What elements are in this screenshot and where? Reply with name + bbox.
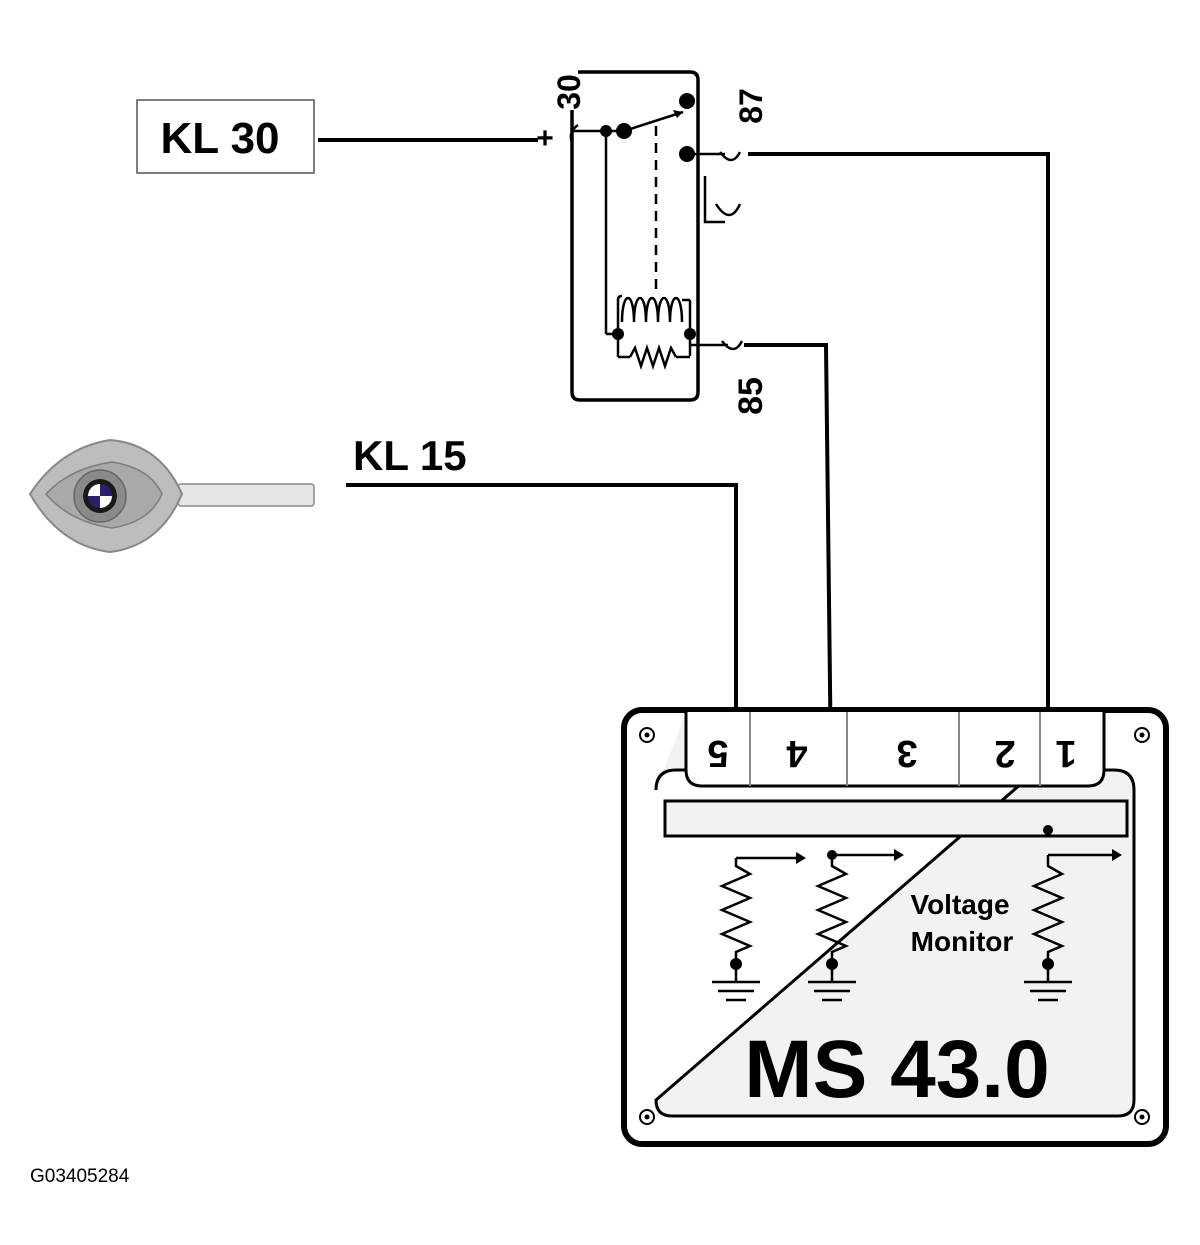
connector-pin-2: 2 [994, 732, 1015, 774]
ground-icon [808, 980, 856, 1002]
ground-icon [712, 980, 760, 1002]
voltage-monitor-label-line2: Monitor [911, 926, 1014, 957]
ecu-input-circuit-pin5 [712, 852, 806, 1002]
relay-label-85: 85 [732, 377, 770, 415]
relay-terminal-30 [569, 123, 579, 143]
wire-87-to-pin1 [748, 152, 1050, 830]
relay-terminal-87: 87 [687, 88, 769, 162]
wire-85-to-pin4 [744, 343, 834, 856]
connector-pin-1: 1 [1055, 732, 1076, 774]
kl15-label: KL 15 [353, 432, 467, 479]
ground-icon [1024, 980, 1072, 1002]
figure-id: G03405284 [30, 1166, 130, 1187]
ecu-ms43: 5 4 3 2 1 [621, 707, 1169, 1147]
relay-label-30: 30 [551, 74, 587, 110]
connector-pin-4: 4 [786, 732, 807, 774]
relay-resistor-icon [616, 334, 690, 370]
voltage-monitor-label-line1: Voltage [910, 889, 1009, 920]
kl30-label: KL 30 [160, 114, 279, 163]
relay-switch-contact [623, 110, 684, 133]
connector-pin-3: 3 [896, 732, 917, 774]
relay-terminal-85: 85 [690, 340, 770, 415]
ecu-input-circuit-pin4 [808, 849, 904, 1002]
connector-pin-5: 5 [707, 732, 728, 774]
relay-label-87: 87 [733, 88, 769, 124]
ecu-name-label: MS 43.0 [744, 1024, 1049, 1115]
kl30-label-box: KL 30 [136, 99, 315, 174]
ecu-input-circuit-pin1 [1024, 849, 1122, 1002]
bmw-key-icon [28, 438, 315, 554]
relay-plus-sign: + [536, 122, 554, 155]
relay-terminal-87a [703, 176, 742, 224]
relay: 30 [551, 70, 700, 402]
mounting-screw-icon [639, 727, 1150, 1125]
